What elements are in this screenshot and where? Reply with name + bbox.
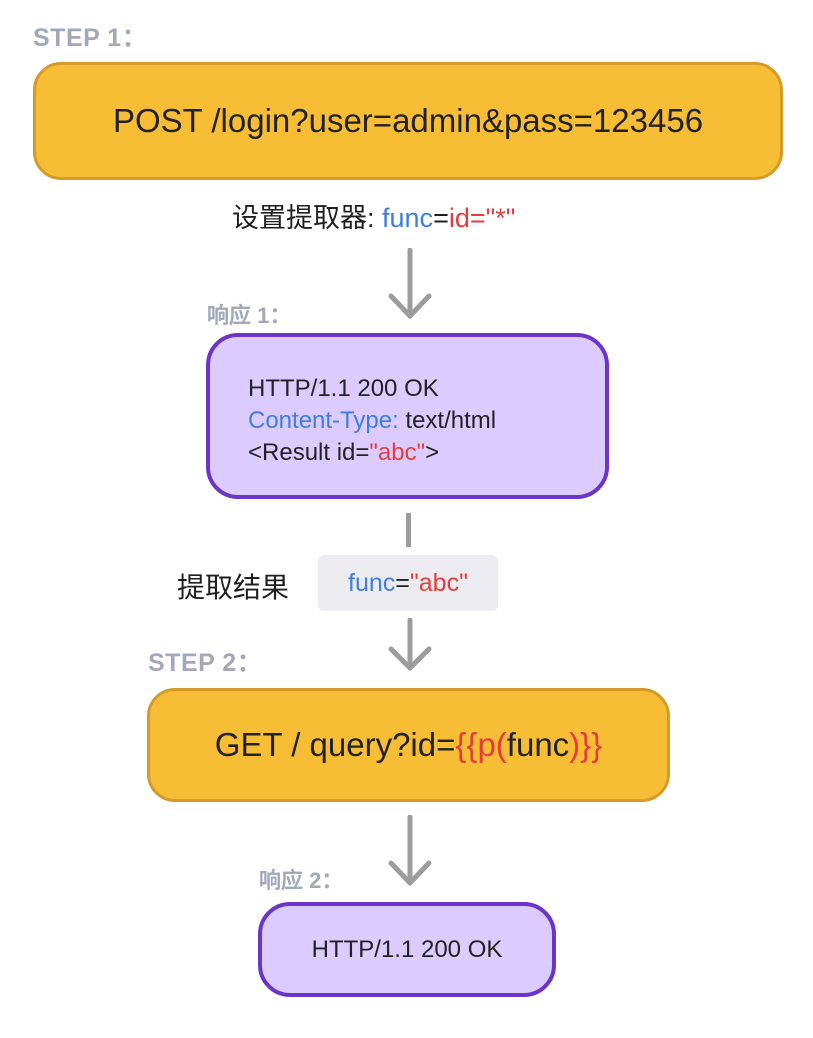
response1-content-type: Content-Type: text/html [248, 405, 605, 437]
result-tag-close: > [425, 439, 440, 466]
response2-status: HTTP/1.1 200 OK [311, 935, 503, 963]
extractor-value: "*" [485, 203, 516, 233]
step2-func: func [506, 726, 570, 763]
result-tag-open: <Result id= [248, 439, 370, 466]
extract-result-eq: = [395, 568, 410, 597]
response1-box: HTTP/1.1 200 OK Content-Type: text/html … [206, 333, 609, 499]
step2-close-braces: }} [580, 726, 603, 763]
extractor-setting: 设置提取器: func=id="*" [232, 196, 515, 235]
response1-status: HTTP/1.1 200 OK [248, 375, 439, 402]
step2-p: p [477, 726, 496, 763]
step2-open-paren: ( [495, 726, 507, 763]
extract-result-func: func [348, 568, 396, 597]
down-arrow-icon [388, 618, 432, 671]
down-arrow-icon [388, 248, 432, 319]
step2-close-paren: ) [569, 726, 581, 763]
step2-request-text: GET / query?id={{p(func)}} [215, 726, 602, 764]
step1-request-text: POST /login?user=admin&pass=123456 [112, 102, 704, 139]
connector-line [406, 513, 411, 547]
content-type-key: Content-Type: [248, 407, 399, 434]
extractor-func: func [382, 203, 434, 233]
step1-label: STEP 1： [33, 24, 148, 52]
step2-open-braces: {{ [455, 726, 478, 763]
response2-box: HTTP/1.1 200 OK [258, 902, 556, 997]
response1-label: 响应 1： [207, 303, 292, 328]
extract-result-value: "abc" [409, 568, 468, 597]
step2-request-prefix: GET / query?id= [214, 726, 456, 763]
step2-request-box: GET / query?id={{p(func)}} [147, 688, 670, 802]
extract-result-chip: func="abc" [318, 555, 498, 611]
extractor-id: id= [448, 203, 486, 233]
extractor-eq: = [433, 203, 449, 233]
extract-result-label: 提取结果 [177, 572, 290, 603]
response1-result: <Result id="abc"> [248, 437, 605, 469]
step2-label: STEP 2： [148, 649, 263, 677]
content-type-value: text/html [398, 407, 497, 434]
extractor-prefix: 设置提取器: [232, 203, 383, 233]
down-arrow-icon [388, 815, 432, 886]
response2-label: 响应 2： [259, 868, 344, 893]
result-id-value: "abc" [369, 439, 426, 466]
step1-request-box: POST /login?user=admin&pass=123456 [33, 62, 783, 180]
